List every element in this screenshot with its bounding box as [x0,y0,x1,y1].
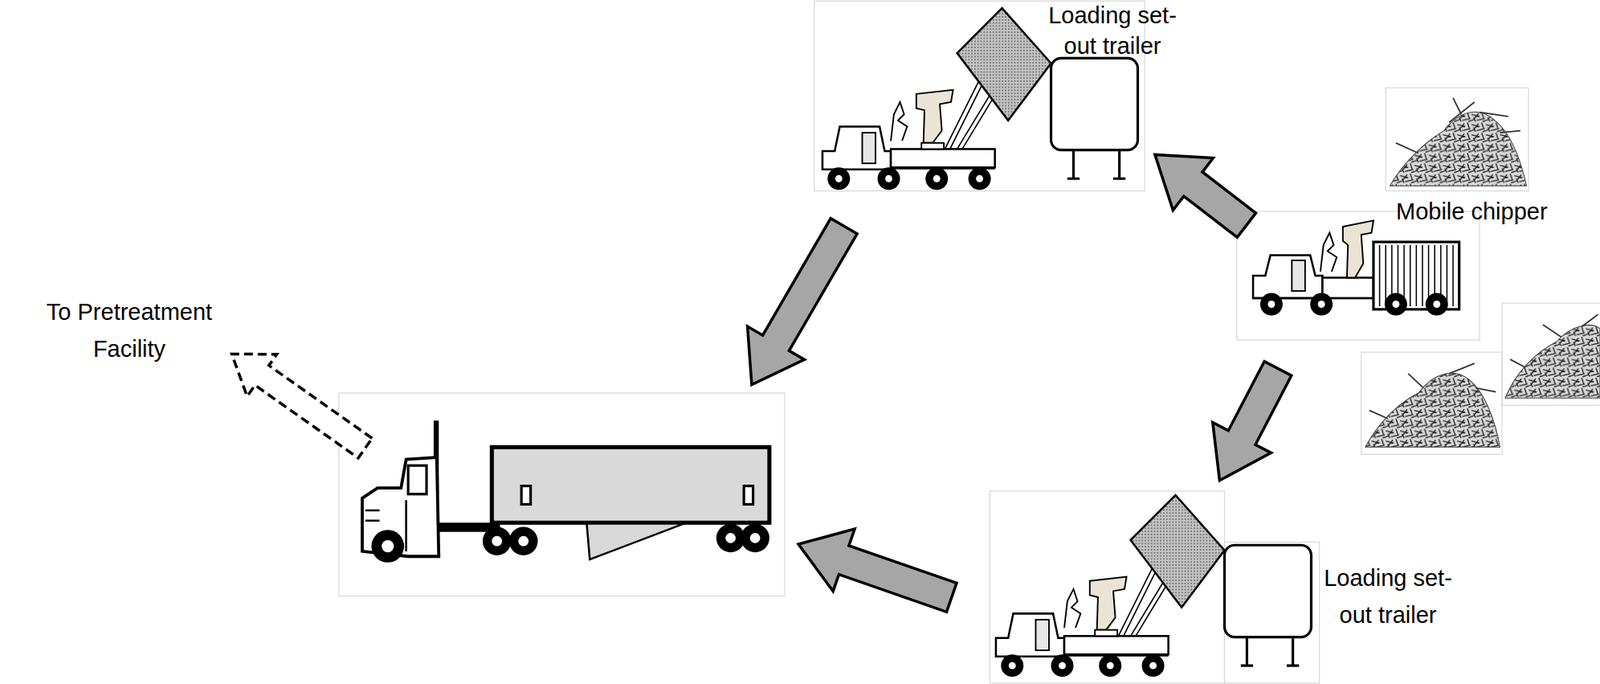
crane-post [916,89,954,143]
picture-node: To Pretreatment Facility [32,293,227,368]
cab-window [1291,260,1306,291]
chip-piles [1365,97,1600,447]
frame [338,392,785,596]
wheel [509,526,539,556]
hub [518,535,529,547]
picture-node: Mobile chipper [1236,211,1480,340]
hub [491,535,503,547]
node-label: Loading set- out trailer [1313,559,1463,633]
chip-pile [1505,325,1600,399]
hub [975,175,984,183]
trailer-legs [1067,150,1126,180]
node-label: Mobile chipper [1395,195,1589,228]
wheel [968,167,992,190]
chipper-spout [1342,220,1374,278]
semi-truck [362,420,770,563]
wheels [371,523,769,563]
wheel [925,167,948,190]
loader-claw [890,102,907,141]
truck-cab [822,126,891,169]
wheel [1384,293,1408,316]
picture-node [338,392,785,596]
trailer-marker [521,485,531,505]
trailer-marker [743,485,753,505]
flow-arrow [1212,361,1292,481]
pile-sticks [1395,97,1521,154]
chip-pile [1365,372,1501,447]
picture-node: Loading set- out trailer [989,490,1320,684]
mobile-chipper [1253,220,1460,315]
chipper-bed [1322,277,1374,298]
cab-window [861,132,876,164]
trailer-hopper [586,523,684,560]
flow-arrow [747,218,858,385]
pile-sticks [1510,314,1598,368]
wheel [716,523,746,553]
flatbed [890,148,996,168]
loader-claw [1320,232,1337,272]
picture-frames [338,0,1600,682]
hub [1318,300,1326,308]
hub [381,539,394,552]
wheel [740,523,770,553]
loader-truck [995,494,1312,677]
hub [933,175,941,183]
wheel [827,167,850,190]
frame [1502,302,1600,405]
node-label: Loading set- out trailer [1037,0,1188,62]
wheel [1310,293,1333,316]
wheel [1425,293,1449,316]
hub [885,175,893,183]
frame [1361,351,1503,454]
flow-arrow [798,528,957,612]
crane-base [921,142,944,150]
wheel [877,167,901,190]
wheels [827,167,991,190]
hub [1267,300,1275,308]
wheel [482,526,512,556]
frame [814,0,1146,191]
dump-bin [957,8,1052,121]
frame [1385,87,1529,191]
cab-window [408,465,427,494]
node-label: To Pretreatment Facility [32,293,227,368]
dashed-flow-arrow [232,353,373,458]
flow-arrow [1155,154,1257,237]
hub [835,175,843,183]
truck-cab [1253,255,1323,298]
picture-node: Loading set- out trailer [814,0,1146,192]
hub [1391,300,1400,308]
frame [1236,211,1480,340]
set-out-trailer [1051,57,1139,150]
wheels [1260,293,1449,316]
trailer-body [491,446,770,523]
wheel [1260,293,1283,316]
pile-sticks [1369,363,1497,419]
wheel [371,529,405,563]
hub [750,532,761,543]
hub [725,532,736,543]
hub [1432,300,1441,308]
